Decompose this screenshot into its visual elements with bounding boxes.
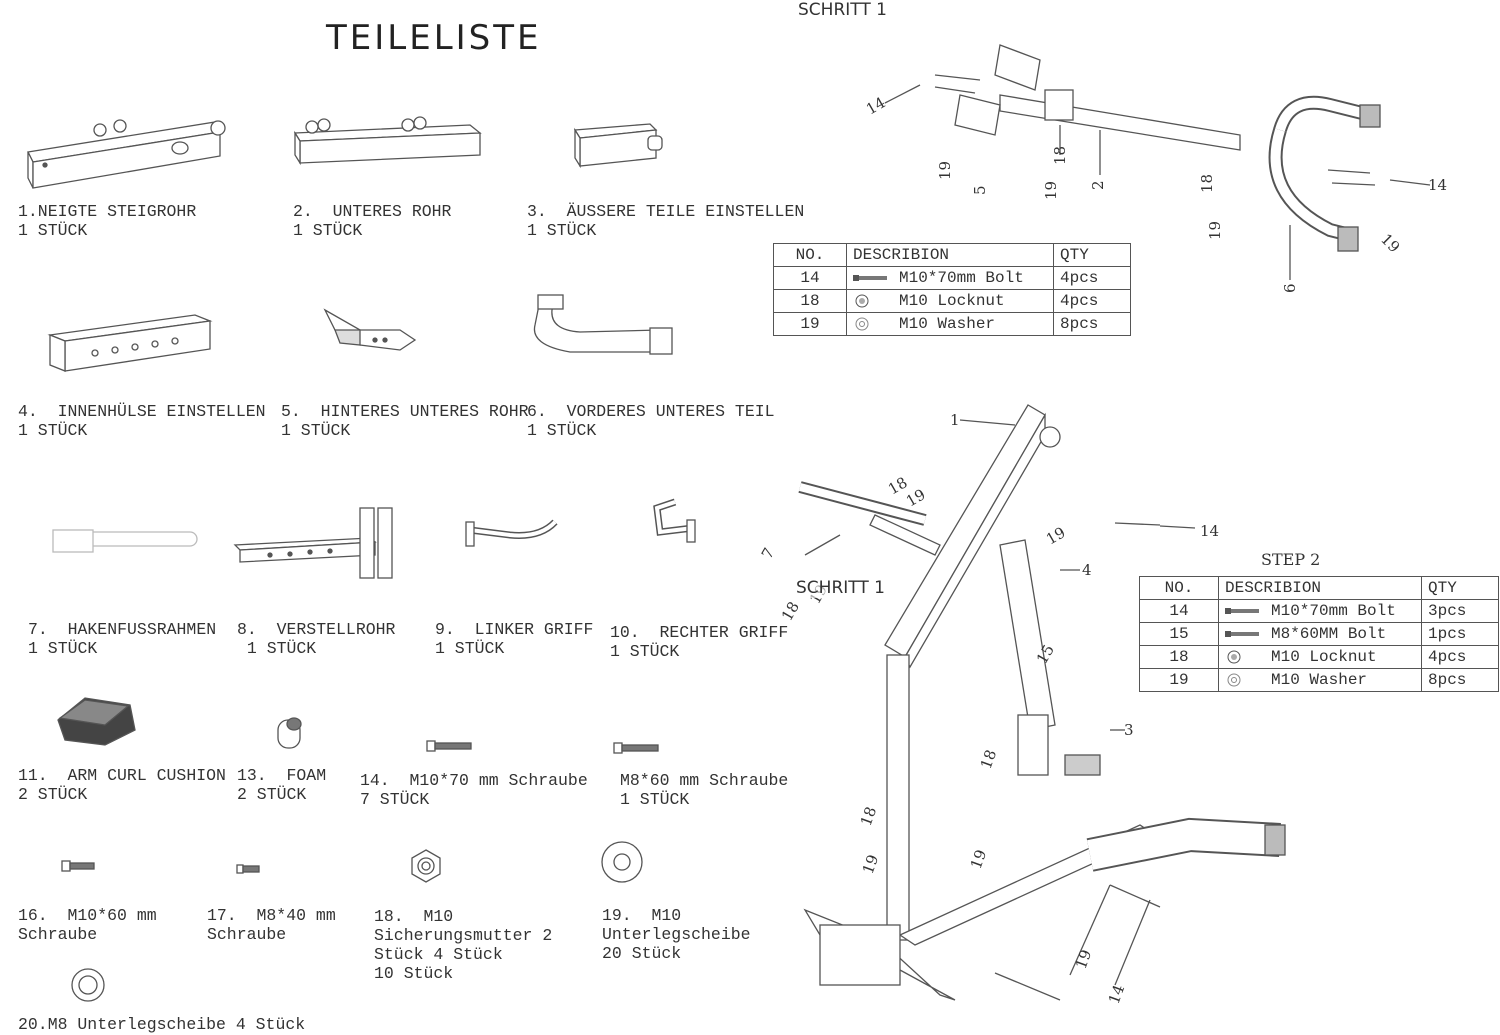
step1-callout: 19 [1206,221,1224,240]
table-header-description: DESCRIBION [1218,576,1422,600]
table-row: 18 M10 Locknut 4pcs [1139,645,1499,669]
washer-icon [855,317,869,331]
step2-callout: 18 [977,747,1000,771]
step1-assembly-diagram: 14 19 5 18 19 2 18 19 14 19 6 [863,44,1447,293]
step1-callout: 19 [1377,230,1403,256]
locknut-icon [855,294,869,308]
table-header-no: NO. [1139,576,1219,600]
part-19-illustration [601,841,643,883]
part-17-illustration [236,864,260,874]
step2-callout: 14 [1105,982,1128,1006]
step2-callout: 19 [1072,947,1095,971]
bolt-icon [1225,607,1259,614]
step2-assembly-diagram: 1 18 19 7 14 19 4 18 19 15 3 18 18 19 19… [760,404,1286,1006]
step1-callout: 19 [936,161,954,180]
table-header-qty: QTY [1053,243,1131,267]
step1-callout: 18 [1051,146,1069,165]
part-2-illustration [293,116,482,166]
step2-callout: 7 [760,545,778,562]
part-11-illustration [57,697,136,746]
bolt-icon [853,274,887,281]
step2-callout: 19 [1043,523,1069,548]
step2-callout: 19 [967,847,990,871]
step2-parts-table: NO. DESCRIBION QTY 14 M10*70mm Bolt 3pcs… [1139,576,1499,692]
part-15-illustration [613,742,659,754]
step1-callout: 5 [971,185,989,195]
locknut-icon [1227,650,1241,664]
table-row: 18 M10 Locknut 4pcs [773,289,1131,313]
part-3-illustration [573,123,663,169]
part-caption-8: 8. VERSTELLROHR 1 STÜCK [237,620,396,658]
step1-callout: 14 [863,93,889,118]
step2-callout: 3 [1124,721,1134,739]
step2-callout: 14 [1200,522,1219,540]
step2-callout: 1 [950,411,960,429]
table-row: 15 M8*60MM Bolt 1pcs [1139,622,1499,646]
step2-callout: 18 [778,598,803,624]
part-9-illustration [465,519,558,547]
page-title: TEILELISTE [326,18,542,58]
part-16-illustration [61,860,95,872]
step2-callout: 4 [1082,561,1092,579]
step1-callout: 2 [1089,180,1107,190]
part-13-illustration [277,717,302,749]
part-7-illustration [52,529,198,553]
step1-parts-table: NO. DESCRIBION QTY 14 M10*70mm Bolt 4pcs… [773,243,1131,336]
step1-callout: 19 [1042,181,1060,200]
part-20-illustration [71,968,105,1002]
part-5-illustration [323,308,417,351]
step1-callout: 6 [1281,283,1299,293]
table-row: 19 M10 Washer 8pcs [773,312,1131,336]
part-14-illustration [426,740,472,752]
step1-callout: 18 [1198,174,1216,193]
washer-icon [1227,673,1241,687]
step1-heading: SCHRITT 1 [798,0,887,20]
part-6-illustration [533,294,673,355]
bolt-icon [1225,630,1259,637]
step1-callout: 14 [1428,176,1447,194]
table-row: 19 M10 Washer 8pcs [1139,668,1499,692]
part-1-illustration [27,119,226,189]
table-header-no: NO. [773,243,847,267]
table-header-qty: QTY [1421,576,1499,600]
step2-callout: 19 [859,852,882,876]
part-8-illustration [233,507,393,579]
part-4-illustration [47,314,213,372]
part-18-illustration [411,849,441,883]
step2-label: STEP 2 [1261,550,1321,569]
part-10-illustration [653,498,696,543]
table-header-description: DESCRIBION [846,243,1054,267]
step2-callout: 18 [857,804,880,828]
part-caption-20: 20.M8 Unterlegscheibe 4 Stück [18,1015,306,1034]
step2-heading: SCHRITT 1 [796,578,885,598]
table-row: 14 M10*70mm Bolt 4pcs [773,266,1131,290]
table-row: 14 M10*70mm Bolt 3pcs [1139,599,1499,623]
